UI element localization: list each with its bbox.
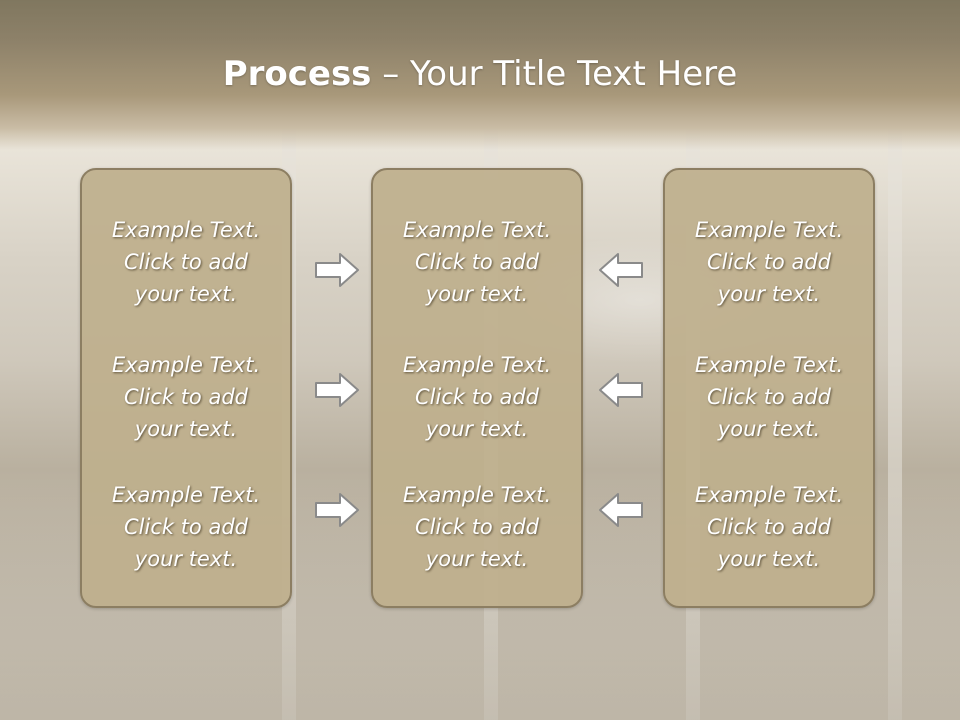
text-line: Example Text. [694,218,844,242]
text-line: your text. [425,547,529,571]
text-block[interactable]: Example Text. Click to add your text. [665,349,873,445]
text-line: Example Text. [402,353,552,377]
right-arrow-icon [315,253,359,287]
text-line: Example Text. [694,483,844,507]
left-arrow-icon [599,373,643,407]
left-arrow-icon [599,493,643,527]
text-line: Click to add [123,250,248,274]
right-arrow-icon [315,493,359,527]
text-line: your text. [134,417,238,441]
text-line: Click to add [414,515,539,539]
text-line: your text. [134,547,238,571]
text-block[interactable]: Example Text. Click to add your text. [373,479,581,575]
process-panel-left[interactable]: Example Text. Click to add your text. Ex… [80,168,292,608]
text-block[interactable]: Example Text. Click to add your text. [82,214,290,310]
text-line: your text. [717,282,821,306]
title-bold: Process [222,54,372,94]
text-block[interactable]: Example Text. Click to add your text. [82,479,290,575]
process-panel-center[interactable]: Example Text. Click to add your text. Ex… [371,168,583,608]
left-arrow-icon [599,253,643,287]
window-pillar [888,128,902,720]
text-line: your text. [425,417,529,441]
text-block[interactable]: Example Text. Click to add your text. [665,479,873,575]
right-arrow-icon [315,373,359,407]
slide-title[interactable]: Process – Your Title Text Here [0,52,960,96]
text-line: Example Text. [111,218,261,242]
text-line: Example Text. [402,218,552,242]
text-line: Example Text. [111,483,261,507]
title-bar [0,0,960,150]
text-block[interactable]: Example Text. Click to add your text. [82,349,290,445]
text-line: Click to add [414,385,539,409]
text-line: your text. [425,282,529,306]
text-block[interactable]: Example Text. Click to add your text. [373,349,581,445]
text-block[interactable]: Example Text. Click to add your text. [373,214,581,310]
text-line: Example Text. [402,483,552,507]
text-line: Click to add [123,385,248,409]
text-line: Click to add [706,515,831,539]
text-line: your text. [134,282,238,306]
text-line: Click to add [414,250,539,274]
text-line: your text. [717,547,821,571]
text-line: Click to add [123,515,248,539]
text-block[interactable]: Example Text. Click to add your text. [665,214,873,310]
text-line: Example Text. [111,353,261,377]
text-line: Click to add [706,385,831,409]
text-line: Click to add [706,250,831,274]
title-rest: – Your Title Text Here [371,54,738,94]
text-line: Example Text. [694,353,844,377]
process-panel-right[interactable]: Example Text. Click to add your text. Ex… [663,168,875,608]
text-line: your text. [717,417,821,441]
